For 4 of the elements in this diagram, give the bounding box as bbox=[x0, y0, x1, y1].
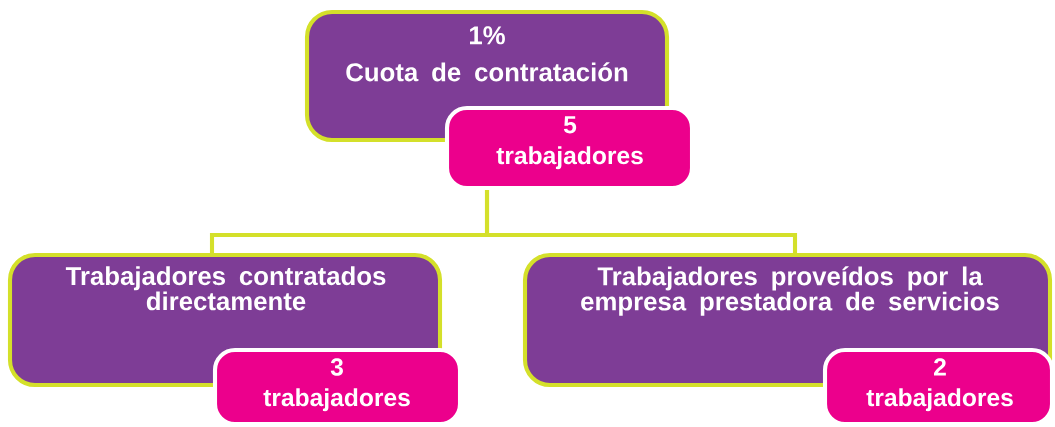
count-box: 5 trabajadores bbox=[444, 105, 695, 191]
connector-line bbox=[484, 190, 798, 253]
count-box: 2 trabajadores bbox=[822, 347, 1055, 427]
count-box: 3 trabajadores bbox=[212, 347, 463, 427]
